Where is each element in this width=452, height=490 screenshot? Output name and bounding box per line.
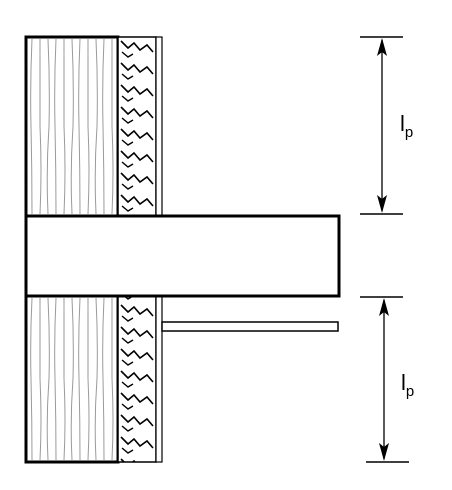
dimension-top-label: lp (400, 111, 413, 141)
arrowhead-top-down (377, 195, 387, 213)
wood-grain-line (70, 38, 74, 215)
dimension-bottom-label: lp (401, 370, 414, 400)
wood-grain-line (111, 39, 114, 215)
arrowhead-bottom-down (379, 443, 389, 461)
wood-grain-line (63, 38, 66, 215)
timber-layer-lower (24, 294, 120, 464)
wood-grain-line (54, 297, 57, 461)
facing-layer-upper (155, 36, 163, 217)
wood-grain-line (39, 297, 42, 461)
arrowhead-bottom-up (379, 298, 389, 316)
wall-upper (24, 35, 163, 218)
dimension-top: lp (360, 36, 413, 215)
horizontal-beam (24, 214, 341, 298)
wood-grain-line (46, 38, 50, 215)
dimension-top-symbol: l (400, 111, 405, 136)
wood-grain-line (39, 38, 42, 215)
insulation-layer-lower (117, 295, 157, 463)
wood-grain-line (102, 297, 105, 461)
dimension-bottom-symbol: l (401, 370, 406, 395)
wood-grain-line (54, 38, 57, 215)
wood-grain-line (46, 297, 50, 461)
wall-lower (24, 294, 163, 464)
facing-layer-lower (155, 295, 163, 463)
wood-grain-line (87, 38, 90, 215)
wood-grain-line (111, 298, 114, 461)
timber-layer-upper (24, 35, 120, 218)
wood-grain-line (87, 297, 90, 461)
wood-grain-line (94, 297, 98, 461)
wood-grain-line (30, 38, 33, 215)
wood-grain-line (102, 38, 105, 215)
arrowhead-top-up (377, 38, 387, 56)
wood-grain-line (94, 38, 98, 215)
wood-grain-line (70, 297, 74, 461)
wood-grain-line (63, 297, 66, 461)
dimension-bottom: lp (360, 296, 414, 463)
wood-grain-line (30, 297, 33, 461)
wood-grain-line (78, 297, 81, 461)
thin-plate (161, 321, 339, 332)
dimension-bottom-subscript: p (406, 383, 414, 400)
insulation-layer-upper (117, 36, 157, 217)
dimension-top-subscript: p (405, 124, 413, 141)
wood-grain-line (78, 38, 81, 215)
